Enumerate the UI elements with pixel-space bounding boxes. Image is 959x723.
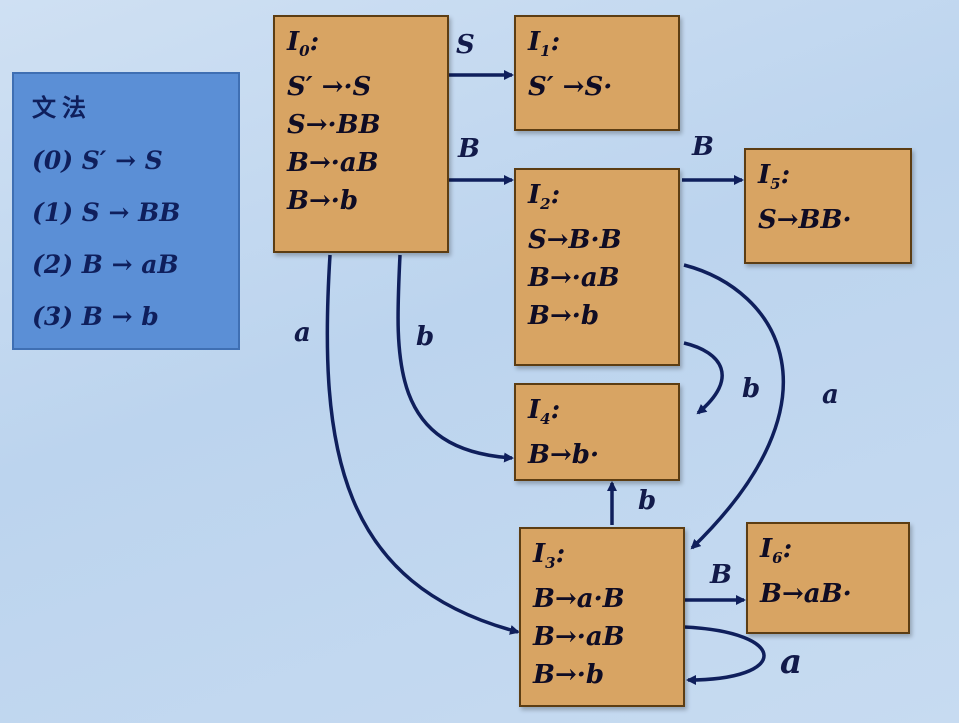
state-i4: I4: B→b·	[514, 383, 680, 481]
state-i6-item-0: B→aB·	[760, 579, 852, 610]
state-i0-item-2: B→·aB	[287, 148, 379, 179]
state-i3-item-2: B→·b	[533, 660, 604, 691]
state-i5-title: I5:	[758, 160, 791, 194]
state-i1-item-0: S′ →S·	[528, 72, 613, 103]
state-i4-item-0: B→b·	[528, 440, 599, 471]
state-i0-item-1: S→·BB	[287, 110, 381, 141]
edge-i3-i3	[683, 625, 766, 685]
state-i0-item-3: B→·b	[287, 186, 358, 217]
edge-i2-i4	[683, 341, 724, 415]
grammar-rule-0: (0) S′ → S	[32, 146, 163, 175]
edge-i0-i4	[396, 254, 514, 463]
state-i5-item-0: S→BB·	[758, 205, 852, 236]
state-i0-item-0: S′ →·S	[287, 72, 372, 103]
label-i0-i3: a	[294, 318, 311, 348]
state-i0-title: I0:	[287, 27, 320, 61]
edge-i0-i3	[325, 254, 520, 635]
state-i2-title: I2:	[528, 180, 561, 214]
state-i0: I0: S′ →·S S→·BB B→·aB B→·b	[273, 15, 449, 253]
state-i5: I5: S→BB·	[744, 148, 912, 264]
state-i1-title: I1:	[528, 27, 561, 61]
state-i3-item-0: B→a·B	[533, 584, 625, 615]
grammar-rule-1: (1) S → BB	[32, 198, 181, 227]
state-i2-item-2: B→·b	[528, 301, 599, 332]
state-i2-item-0: S→B·B	[528, 225, 622, 256]
grammar-panel: 文法 (0) S′ → S (1) S → BB (2) B → aB (3) …	[12, 72, 240, 350]
label-i0-i1: S	[456, 30, 475, 60]
label-i3-i4: b	[638, 486, 657, 516]
state-i6: I6: B→aB·	[746, 522, 910, 634]
label-i3-i6: B	[710, 560, 732, 590]
label-i2-i5: B	[692, 132, 714, 162]
grammar-title: 文法	[32, 93, 92, 122]
state-i3: I3: B→a·B B→·aB B→·b	[519, 527, 685, 707]
grammar-rule-3: (3) B → b	[32, 302, 159, 331]
label-i0-i4: b	[416, 322, 435, 352]
state-i2: I2: S→B·B B→·aB B→·b	[514, 168, 680, 366]
state-i1: I1: S′ →S·	[514, 15, 680, 131]
label-i3-i3: a	[780, 642, 803, 682]
state-i4-title: I4:	[528, 395, 561, 429]
state-i3-title: I3:	[533, 539, 566, 573]
edge-i2-i3	[683, 263, 786, 550]
grammar-rule-2: (2) B → aB	[32, 250, 179, 279]
state-i6-title: I6:	[760, 534, 793, 568]
label-i2-i4: b	[742, 374, 761, 404]
label-i2-i3: a	[822, 380, 839, 410]
state-i2-item-1: B→·aB	[528, 263, 620, 294]
label-i0-i2: B	[458, 134, 480, 164]
state-i3-item-1: B→·aB	[533, 622, 625, 653]
